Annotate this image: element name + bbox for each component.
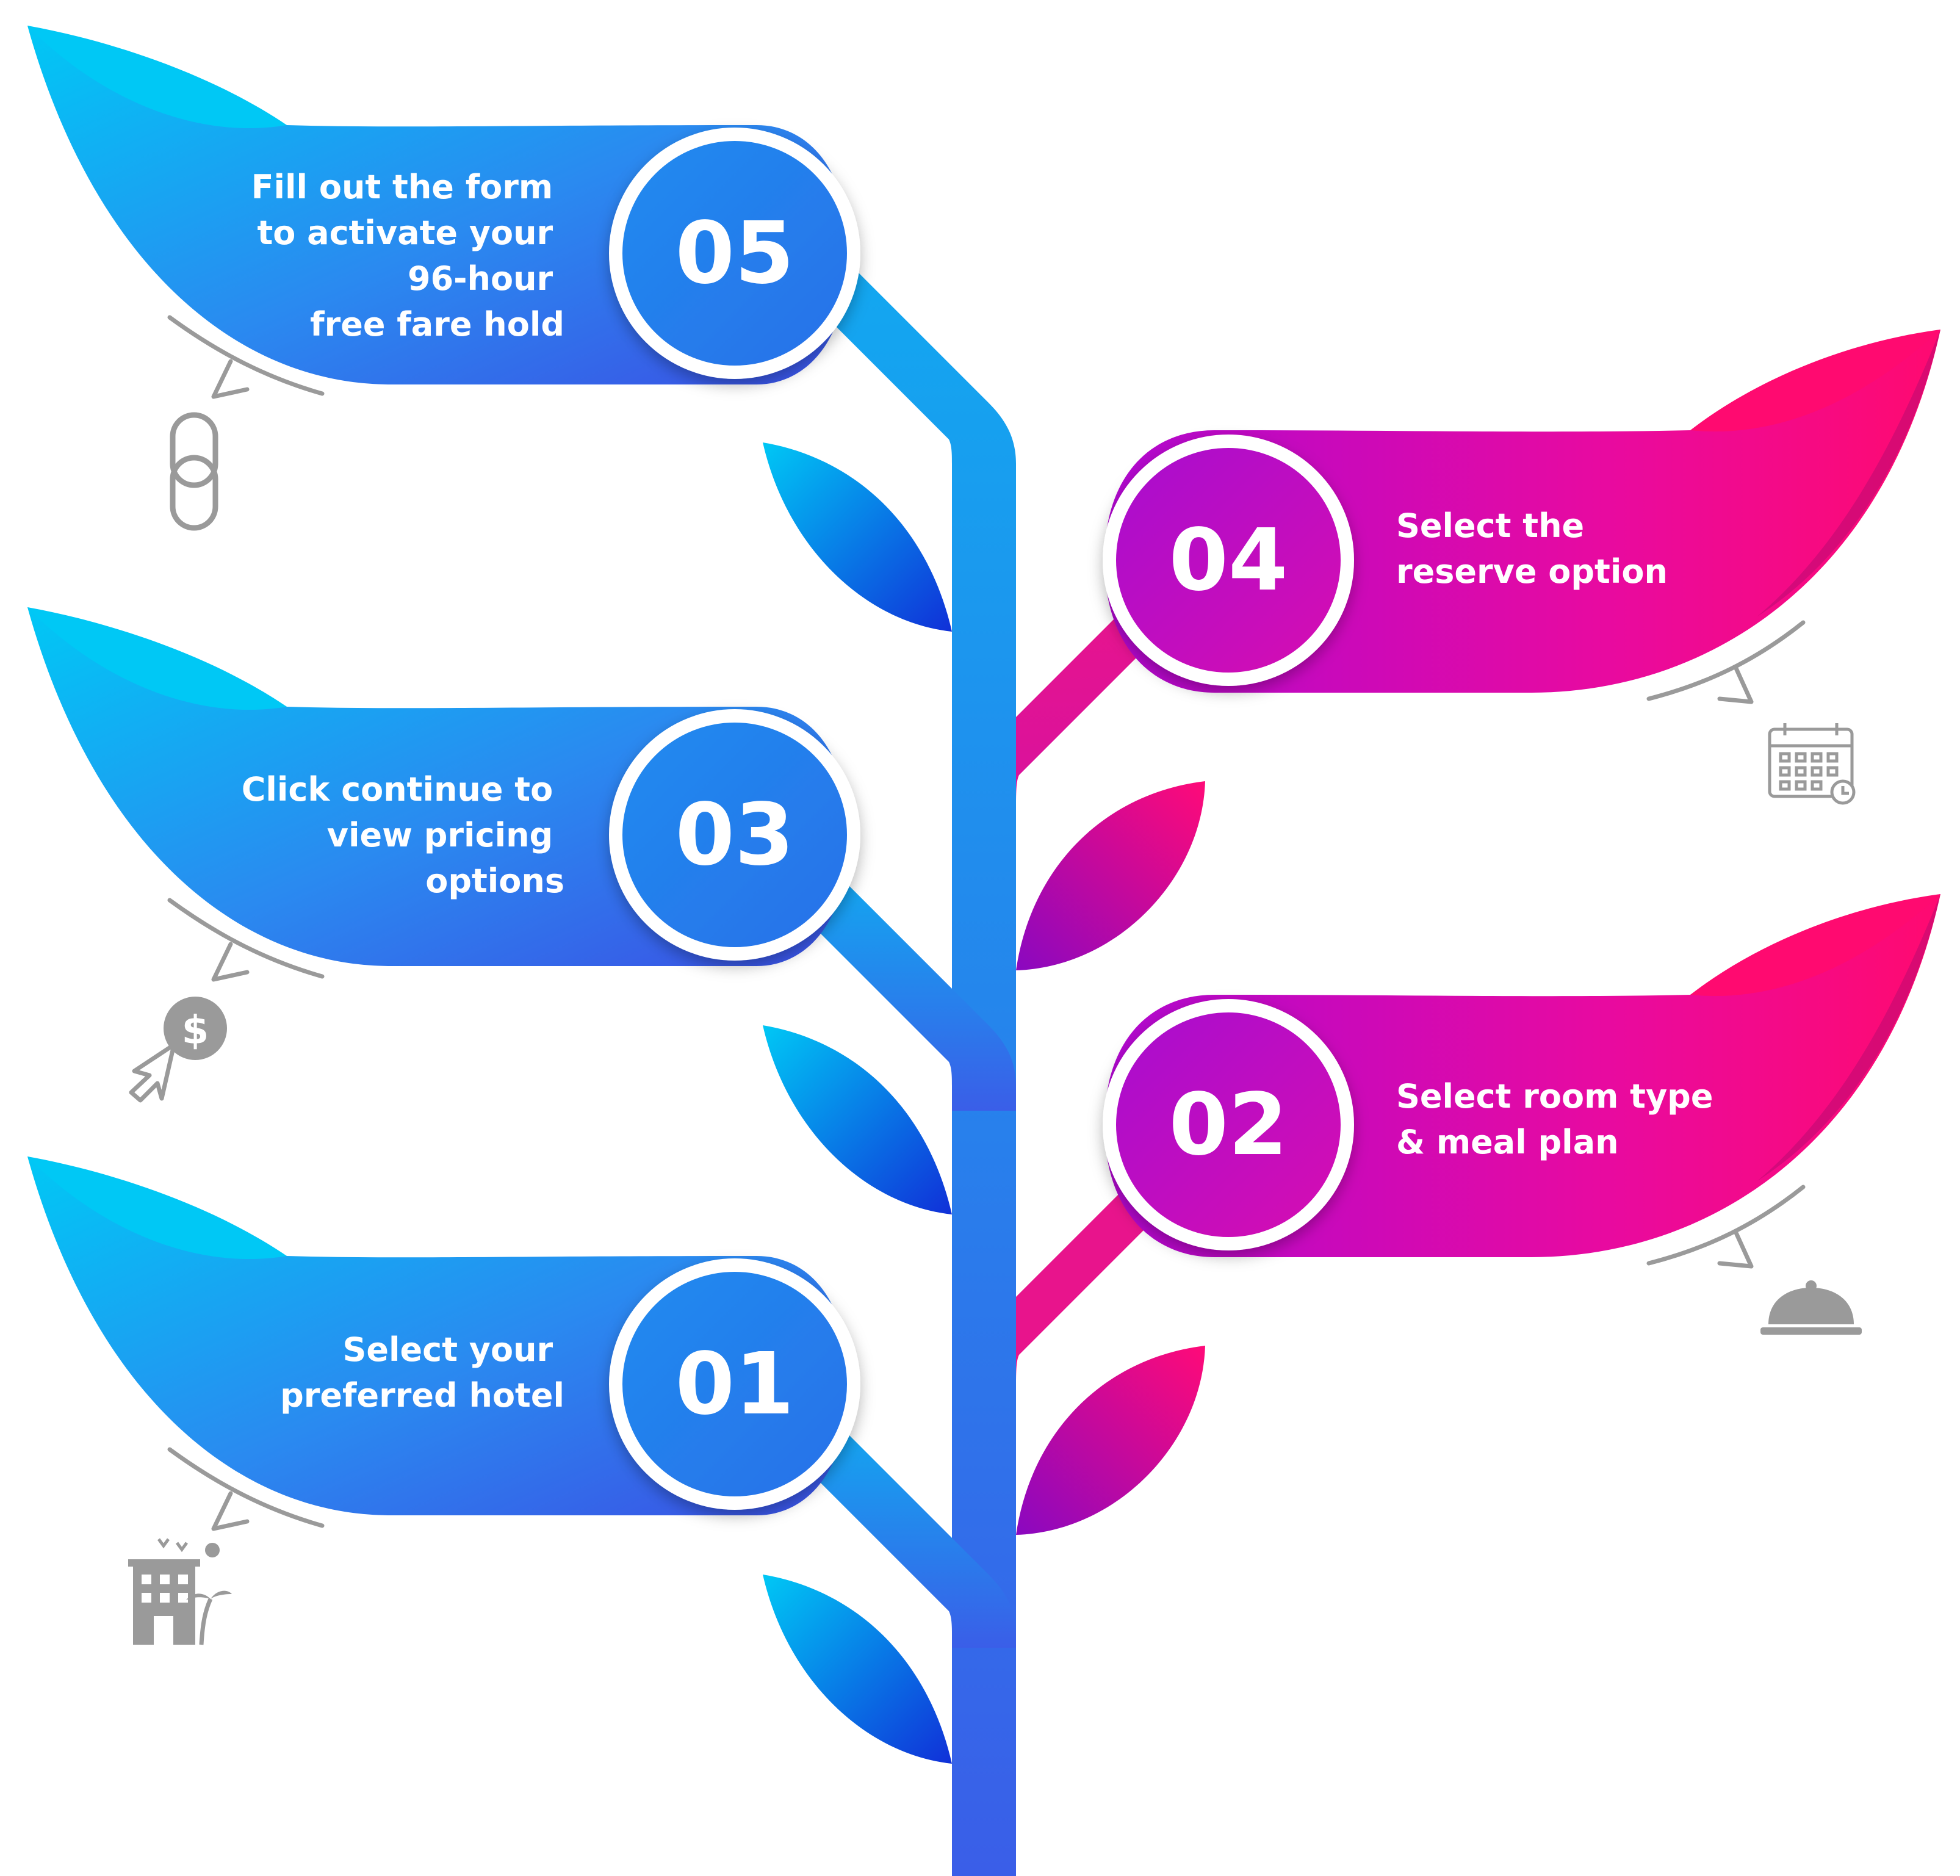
step-number-01: 01: [676, 1335, 794, 1434]
step-number-02: 02: [1169, 1075, 1288, 1175]
number-circle-01: [609, 1258, 860, 1510]
step-01-leaf: 01 Select your preferred hotel: [27, 1156, 860, 1515]
leaf-blue-3: [763, 1575, 952, 1764]
step-03-line-1: Click continue to: [242, 770, 553, 809]
stem-blue-branch-03: [796, 873, 1016, 1111]
step-04-line-1: Select the: [1396, 507, 1584, 545]
leaf-highlight-04: [1690, 330, 1940, 432]
step-text-01: Select your preferred hotel: [280, 1330, 564, 1415]
step-text-03: Click continue to view pricing options: [242, 770, 564, 900]
arrow-head-04: [1717, 666, 1754, 704]
arrow-curve-03: [167, 898, 325, 979]
arrow-head-01: [211, 1491, 250, 1531]
step-02-leaf: 02 Select room type & meal plan: [1103, 894, 1940, 1257]
step-03-line-2: view pricing: [327, 816, 553, 854]
leaf-highlight-02: [1690, 894, 1940, 997]
leaf-highlight-03: [27, 607, 287, 710]
stem-blue-branch-01: [796, 1422, 1016, 1648]
leaf-magenta-1: [1016, 781, 1205, 970]
svg-text:$: $: [182, 1008, 209, 1053]
number-circle-03: [609, 709, 860, 961]
step-05-line-1: Fill out the form: [251, 168, 553, 206]
step-01-line-2: preferred hotel: [280, 1376, 564, 1415]
step-text-02: Select room type & meal plan: [1396, 1077, 1724, 1161]
step-number-05: 05: [676, 204, 794, 303]
step-number-04: 04: [1169, 511, 1288, 610]
arrow-head-05: [211, 359, 250, 399]
calendar-icon: [1768, 723, 1856, 805]
price-click-icon: $: [129, 997, 227, 1103]
step-number-03: 03: [676, 785, 794, 885]
arrow-curve-04: [1646, 620, 1806, 701]
arrow-curve-05: [167, 315, 325, 396]
step-05-leaf: 05 Fill out the form to activate your 96…: [27, 26, 860, 384]
step-02-line-1: Select room type: [1396, 1077, 1713, 1116]
number-circle-05: [609, 128, 860, 379]
stem-group: [796, 250, 1178, 1876]
number-circle-02: [1103, 999, 1354, 1250]
leaf-highlight-01: [27, 1156, 287, 1260]
step-05-line-4: free fare hold: [310, 305, 564, 344]
leaf-highlight-05: [27, 26, 287, 129]
arrow-curve-01: [167, 1447, 325, 1528]
arrow-head-02: [1717, 1230, 1754, 1269]
step-text-05: Fill out the form to activate your 96-ho…: [251, 168, 564, 344]
step-05-line-3: 96-hour: [408, 259, 553, 298]
step-05-line-2: to activate your: [257, 214, 553, 252]
number-circle-04: [1103, 435, 1354, 686]
annotation-arrows: [167, 315, 1806, 1531]
step-04-leaf: 04 Select the reserve option: [1103, 330, 1940, 693]
arrow-curve-02: [1646, 1185, 1806, 1266]
leaf-magenta-2: [1016, 1346, 1205, 1535]
link-icon: [170, 412, 218, 531]
hotel-icon: [128, 1538, 232, 1645]
leaf-blue-2: [763, 1025, 952, 1214]
step-text-04: Select the reserve option: [1396, 507, 1668, 591]
small-leaves: [763, 442, 1205, 1764]
step-02-line-2: & meal plan: [1396, 1123, 1619, 1161]
step-01-line-1: Select your: [343, 1330, 553, 1369]
leaf-blue-1: [763, 442, 952, 632]
step-04-line-2: reserve option: [1396, 552, 1668, 591]
stem-blue: [796, 250, 1016, 1876]
cloche-icon: [1760, 1280, 1862, 1335]
arrow-head-03: [211, 942, 250, 982]
step-03-line-3: options: [425, 862, 564, 900]
step-03-leaf: 03 Click continue to view pricing option…: [27, 607, 860, 966]
